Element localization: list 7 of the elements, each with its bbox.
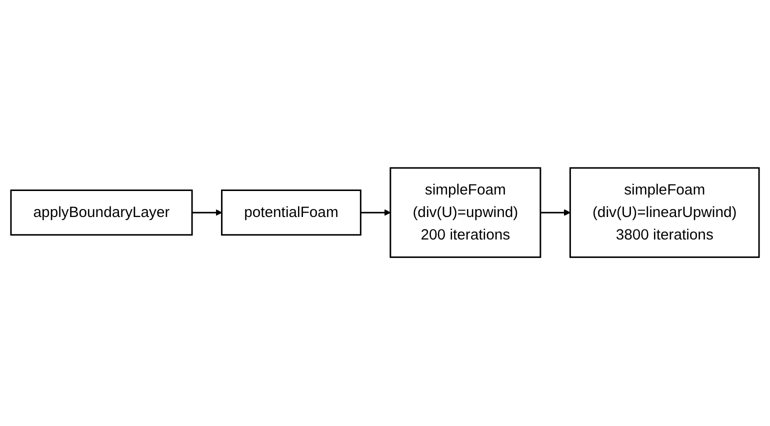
process-box: simpleFoam (div(U)=linearUpwind) 3800 iterations [569, 168, 760, 258]
arrow [360, 210, 391, 216]
arrow [540, 210, 570, 216]
process-box: simpleFoam (div(U)=upwind) 200 iterations [390, 168, 542, 258]
process-box: applyBoundaryLayer [10, 190, 193, 236]
arrow [192, 210, 222, 216]
process-box: potentialFoam [221, 190, 362, 236]
